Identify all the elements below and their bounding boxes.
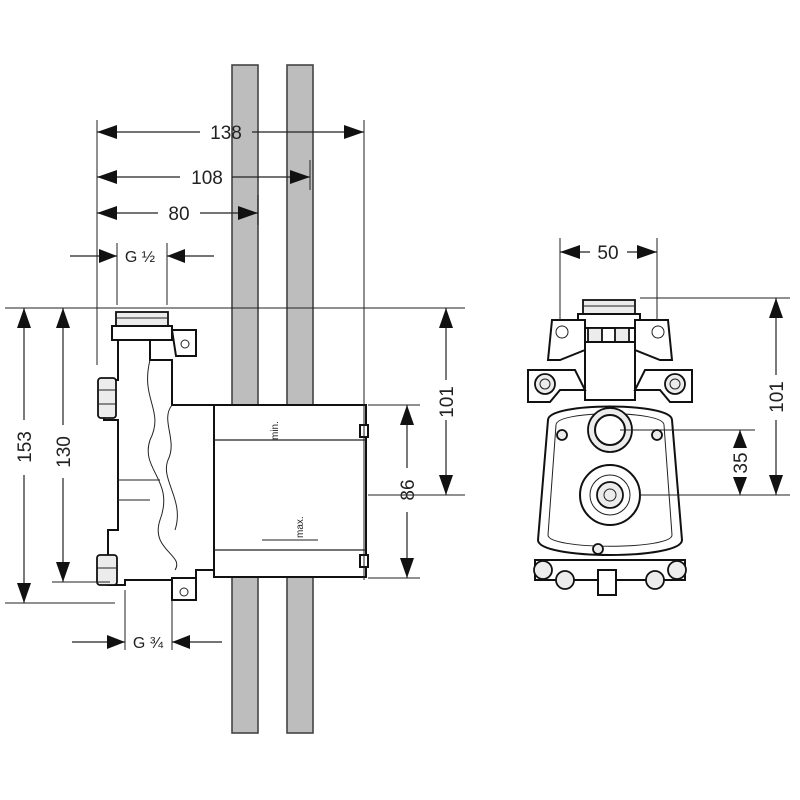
dim-153-label: 153 xyxy=(15,431,36,463)
dim-80-label: 80 xyxy=(168,204,189,225)
dim-138-label: 138 xyxy=(210,123,242,144)
front-view-valve-body xyxy=(527,299,693,596)
wall-slab-right xyxy=(286,64,314,734)
thread-bottom-label: G ¾ xyxy=(133,635,164,652)
side-view-dimensions: 138 108 80 G ½ G ¾ xyxy=(5,120,465,652)
wall-slab-left xyxy=(231,64,259,734)
side-view-valve-body xyxy=(96,311,369,601)
dim-101-front-label: 101 xyxy=(767,381,788,413)
min-max-labels: min. max. xyxy=(262,421,318,541)
dim-101-side-label: 101 xyxy=(437,386,458,418)
dim-35-label: 35 xyxy=(731,452,752,473)
dim-86-label: 86 xyxy=(398,479,419,500)
label-min: min. xyxy=(270,421,281,440)
dim-108-label: 108 xyxy=(191,168,223,189)
label-max: max. xyxy=(295,516,306,538)
front-view-dimensions: 50 101 35 xyxy=(559,238,790,496)
dim-130-label: 130 xyxy=(54,436,75,468)
wall-slabs xyxy=(231,64,314,734)
dim-50-label: 50 xyxy=(597,243,618,264)
thread-top-label: G ½ xyxy=(125,249,155,266)
